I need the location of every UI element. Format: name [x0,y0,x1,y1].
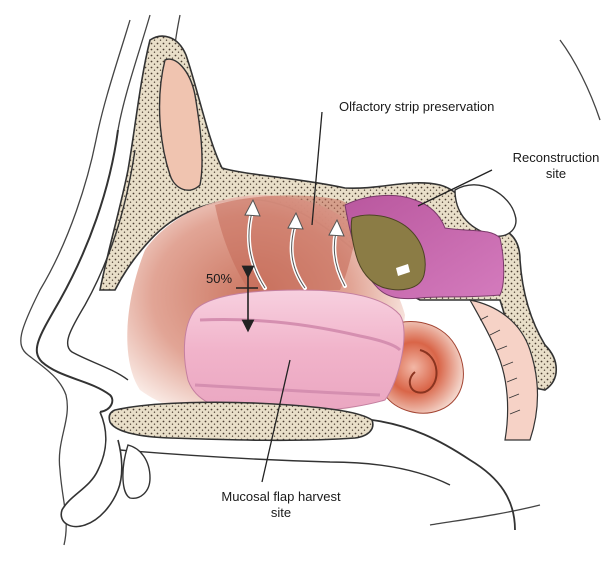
reconstruction-label-line2: site [498,166,614,182]
harvest-label-line2: site [186,505,376,521]
soft-palate [372,420,515,530]
harvest-label: Mucosal flap harvest site [186,489,376,521]
harvest-label-line1: Mucosal flap harvest [186,489,376,505]
upper-lip [61,412,122,527]
percent-label: 50% [206,271,232,287]
reconstruction-label-line1: Reconstruction [498,150,614,166]
tongue-line [120,450,450,485]
incisor [123,445,150,498]
reconstruction-label: Reconstruction site [498,150,614,182]
olfactory-label: Olfactory strip preservation [339,99,494,115]
